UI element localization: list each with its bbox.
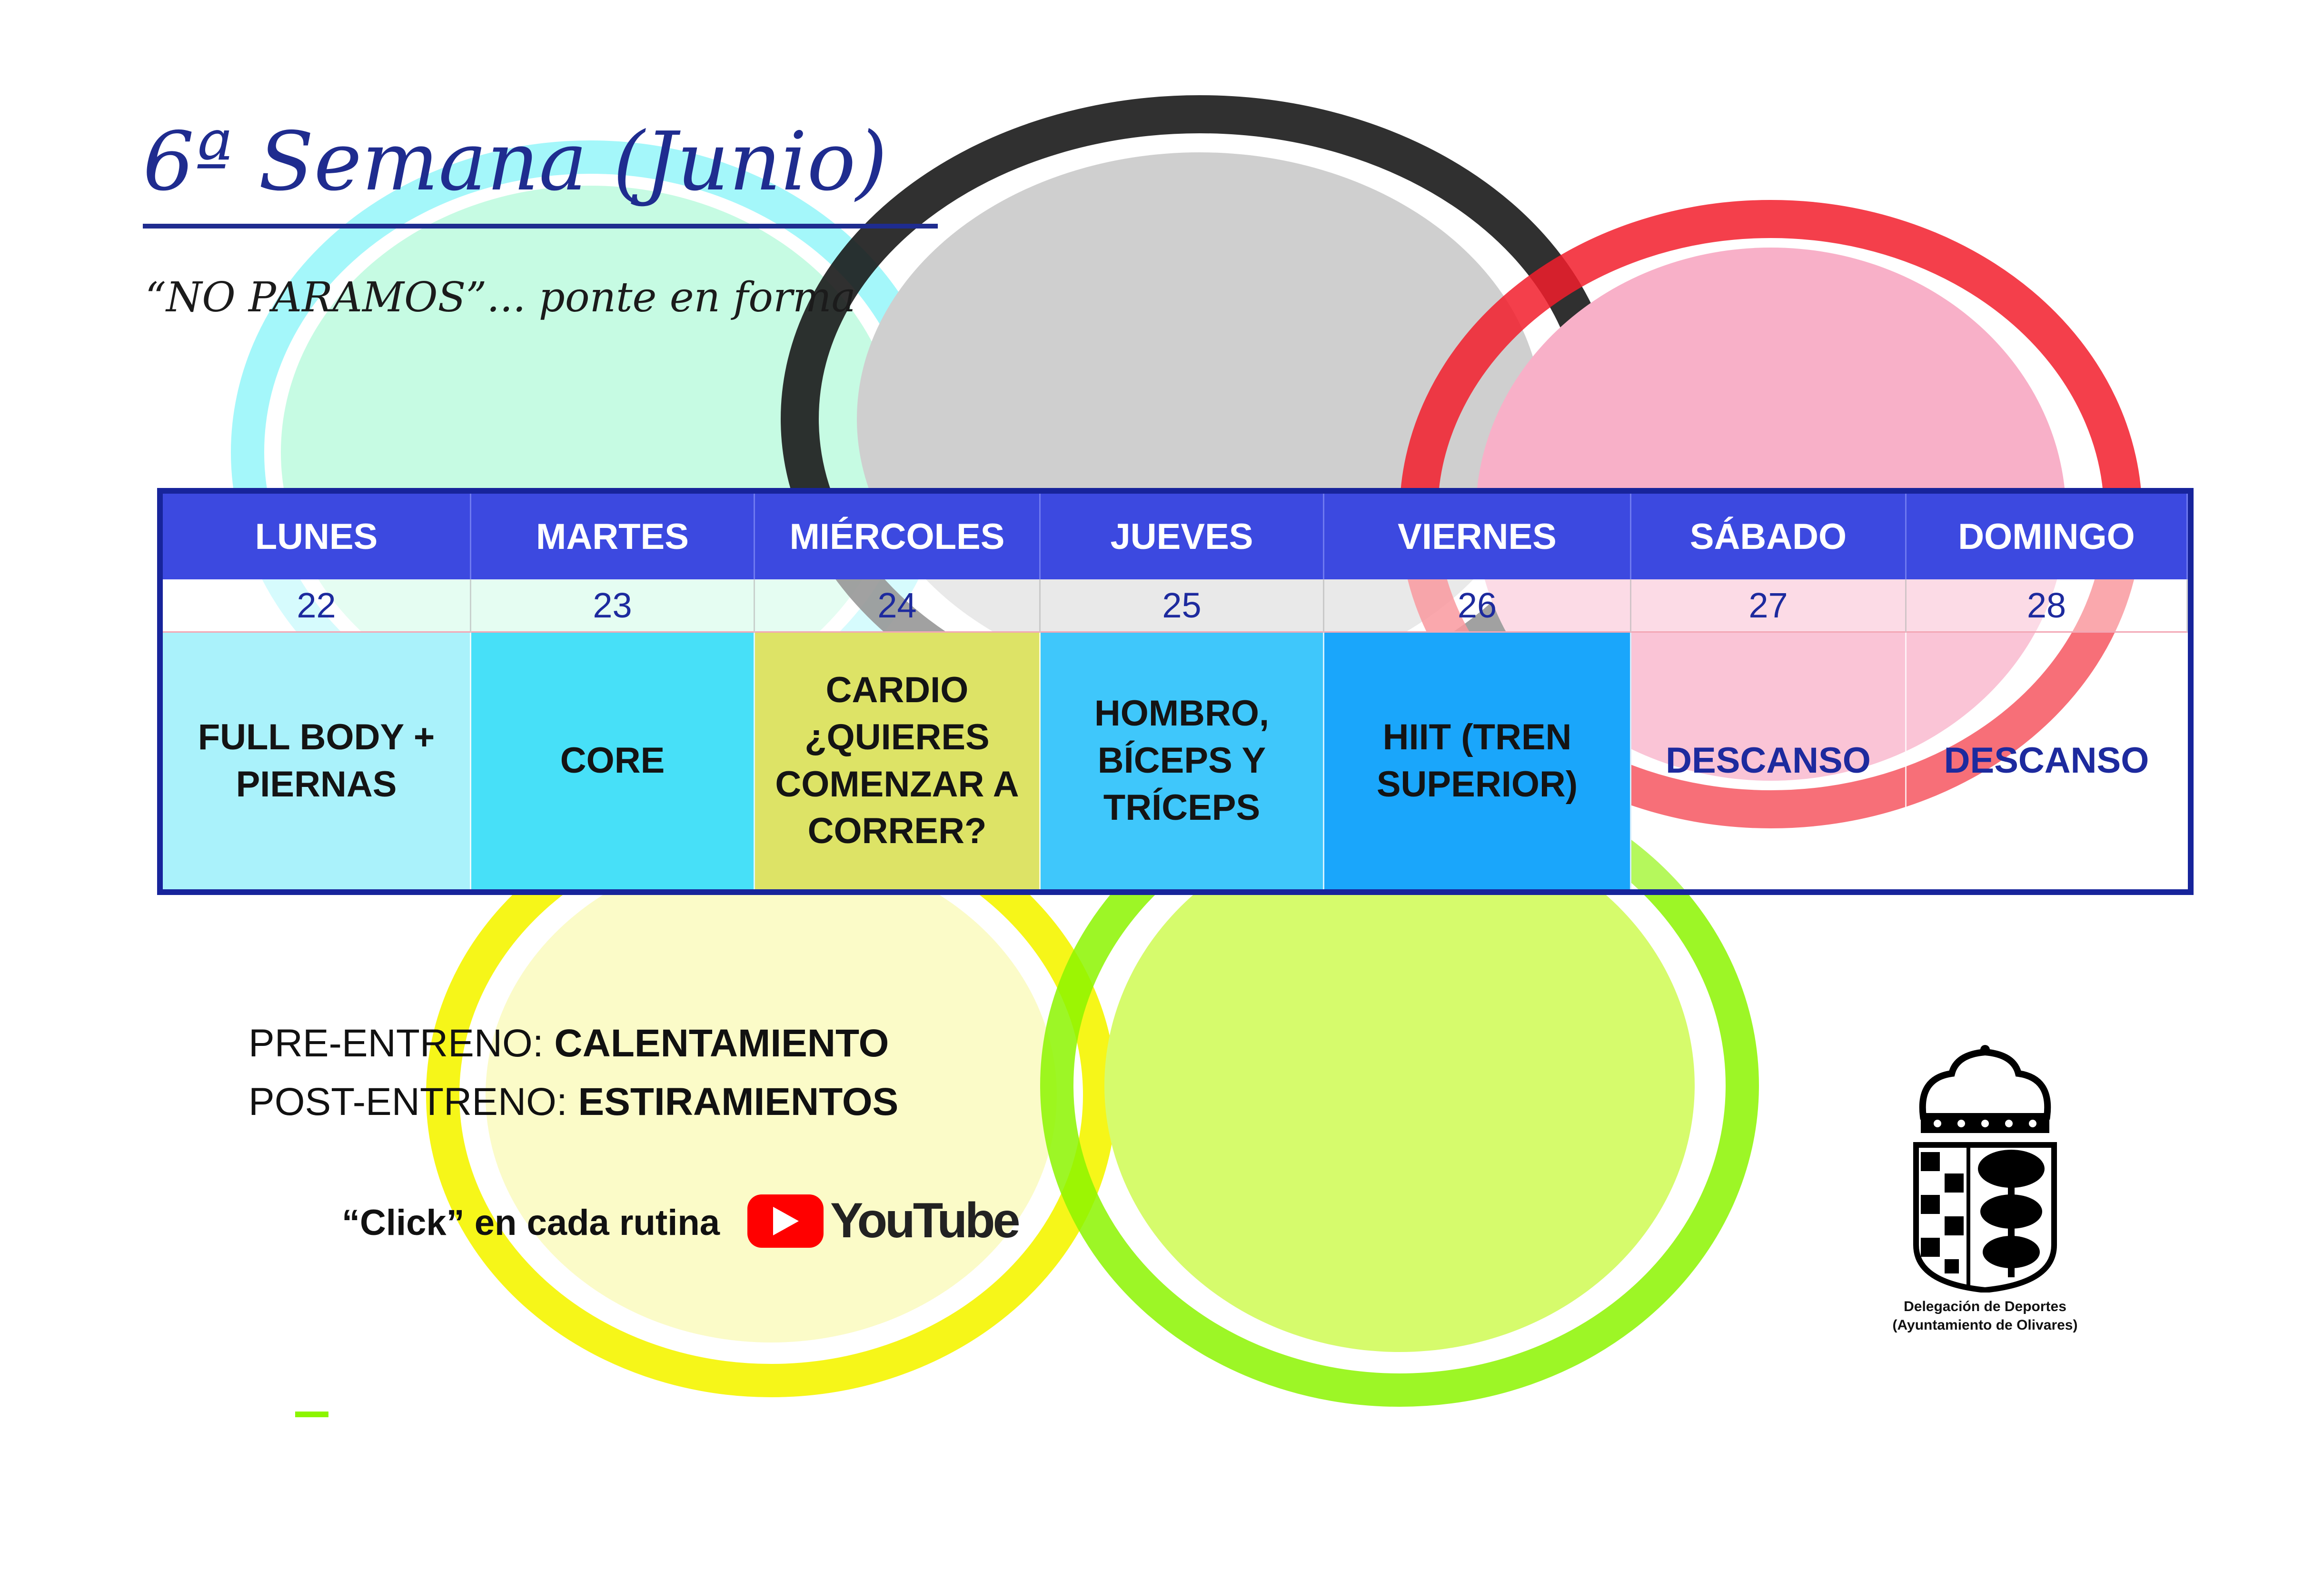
rest-day-cell: DESCANSO — [1631, 633, 1907, 889]
organization-subname: (Ayuntamiento de Olivares) — [1892, 1317, 2078, 1333]
post-workout-label: POST-ENTRENO: — [248, 1080, 578, 1124]
post-workout-value: ESTIRAMIENTOS — [578, 1080, 899, 1124]
day-date: 28 — [1907, 579, 2188, 633]
day-date: 23 — [471, 579, 755, 633]
routine-link-cell[interactable]: FULL BODY + PIERNAS — [163, 633, 471, 889]
day-date: 27 — [1631, 579, 1907, 633]
day-header: JUEVES — [1041, 494, 1324, 579]
title-underline — [143, 224, 938, 229]
routine-link-cell[interactable]: CORE — [471, 633, 755, 889]
day-date: 25 — [1041, 579, 1324, 633]
day-header: VIERNES — [1324, 494, 1631, 579]
youtube-wordmark: YouTube — [830, 1193, 1020, 1248]
ring-fill-lime — [1104, 819, 1695, 1352]
routine-link-cell[interactable]: CARDIO ¿QUIERES COMENZAR A CORRER? — [755, 633, 1041, 889]
day-header: MIÉRCOLES — [755, 494, 1041, 579]
click-instruction: “Click” en cada rutina — [342, 1203, 720, 1243]
pre-workout-label: PRE-ENTRENO: — [248, 1022, 555, 1065]
page-title: 6ª Semana (Junio) — [143, 115, 887, 209]
day-date: 24 — [755, 579, 1041, 633]
day-date: 22 — [163, 579, 471, 633]
day-header: LUNES — [163, 494, 471, 579]
ring-fill-light-yellow — [486, 847, 1057, 1342]
day-header: SÁBADO — [1631, 494, 1907, 579]
page-subtitle: “NO PARAMOS”... ponte en forma — [145, 274, 856, 321]
day-header: DOMINGO — [1907, 494, 2188, 579]
day-header: MARTES — [471, 494, 755, 579]
post-workout-line: POST-ENTRENO: ESTIRAMIENTOS — [248, 1080, 898, 1124]
youtube-play-icon — [747, 1194, 824, 1248]
organization-name: Delegación de Deportes — [1904, 1299, 2066, 1314]
pre-workout-value: CALENTAMIENTO — [554, 1022, 889, 1065]
routine-link-cell[interactable]: HOMBRO, BÍCEPS Y TRÍCEPS — [1041, 633, 1324, 889]
day-date: 26 — [1324, 579, 1631, 633]
rest-day-cell: DESCANSO — [1907, 633, 2188, 889]
green-dash — [295, 1412, 328, 1417]
organization-caption: Delegación de Deportes (Ayuntamiento de … — [1814, 1297, 2156, 1334]
municipal-coat-of-arms-icon — [1913, 1045, 2057, 1293]
youtube-link[interactable]: YouTube — [747, 1193, 1020, 1249]
routine-link-cell[interactable]: HIIT (TREN SUPERIOR) — [1324, 633, 1631, 889]
pre-workout-line: PRE-ENTRENO: CALENTAMIENTO — [248, 1021, 889, 1066]
